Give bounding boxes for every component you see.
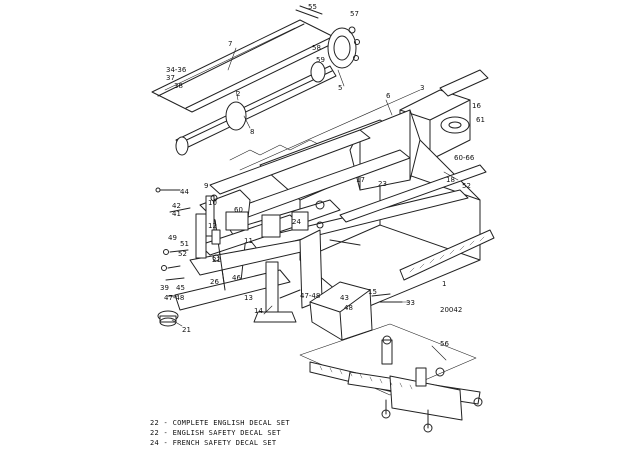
- callout-18: 18: [446, 176, 455, 184]
- callout-44: 44: [180, 188, 189, 196]
- legend-line-2: 22 - ENGLISH SAFETY DECAL SET: [150, 429, 281, 437]
- callout-15: 15: [368, 288, 377, 296]
- callout-8: 8: [250, 128, 254, 136]
- center-brackets: [225, 200, 361, 246]
- hitch-clevis: [157, 310, 179, 327]
- callout-2: 2: [236, 90, 240, 98]
- callout-59: 59: [316, 56, 325, 64]
- callout-62: 52: [462, 182, 471, 190]
- skid-edge: [399, 229, 495, 281]
- callout-11: 11: [244, 237, 253, 245]
- callout-14: 14: [254, 307, 263, 315]
- callout-34-36: 34-36: [166, 66, 187, 74]
- callout-21-lower: 21: [182, 326, 191, 334]
- callout-60-66: 60-66: [454, 154, 475, 162]
- callout-48: 48: [344, 304, 353, 312]
- callout-46: 46: [232, 274, 241, 282]
- callout-3: 3: [420, 84, 424, 92]
- callout-50: 60: [234, 206, 243, 214]
- hardware-column: [155, 187, 221, 297]
- callout-61: 61: [476, 116, 485, 124]
- callout-47-18: 47-48: [300, 292, 320, 300]
- callout-9: 9: [204, 182, 208, 190]
- deflector-assembly: [299, 323, 483, 433]
- callout-6: 6: [386, 92, 391, 100]
- callout-45: 45: [176, 284, 185, 292]
- cross-rails: [209, 129, 487, 251]
- callout-37: 37: [166, 74, 175, 82]
- callout-16: 16: [472, 102, 481, 110]
- callout-7: 7: [228, 40, 232, 48]
- top-shield: [151, 19, 341, 113]
- callout-24: 24: [292, 218, 301, 226]
- callout-58: 58: [312, 44, 321, 52]
- callout-21-upper: 21: [212, 256, 221, 264]
- driveshaft: [175, 5, 360, 156]
- callout-39: 39: [160, 284, 169, 292]
- decal-legend: 22 - COMPLETE ENGLISH DECAL SET 22 - ENG…: [150, 418, 290, 448]
- callout-12: 12: [208, 222, 217, 230]
- callout-42: 42: [172, 202, 181, 210]
- callouts: 55 57 7 58 59 34-36 37 38 2 5 8 6 3 16 6…: [160, 3, 485, 348]
- callout-38: 38: [174, 82, 183, 90]
- callout-41: 41: [172, 210, 181, 218]
- callout-57: 57: [350, 10, 359, 18]
- callout-17: 17: [356, 176, 365, 184]
- callout-10: 10: [208, 199, 217, 207]
- callout-49: 49: [168, 234, 177, 242]
- callout-52: 52: [178, 250, 187, 258]
- drawing-code: 20042: [440, 306, 462, 314]
- callout-47-48: 47-48: [164, 294, 184, 302]
- callout-1: 1: [442, 280, 446, 288]
- callout-55: 55: [308, 3, 317, 11]
- callout-23: 23: [378, 180, 387, 188]
- callout-13: 13: [244, 294, 253, 302]
- callout-33: 33: [406, 299, 415, 307]
- callout-5: 5: [338, 84, 342, 92]
- callout-56: 56: [440, 340, 449, 348]
- leader-lines: [171, 47, 459, 361]
- callout-26: 26: [210, 278, 219, 286]
- legend-line-1: 22 - COMPLETE ENGLISH DECAL SET: [150, 419, 290, 427]
- jack-stand: [253, 261, 301, 323]
- skid-shoe: [309, 281, 403, 341]
- legend-line-3: 24 - FRENCH SAFETY DECAL SET: [150, 439, 277, 447]
- callout-43: 43: [340, 294, 349, 302]
- callout-51: 51: [180, 240, 189, 248]
